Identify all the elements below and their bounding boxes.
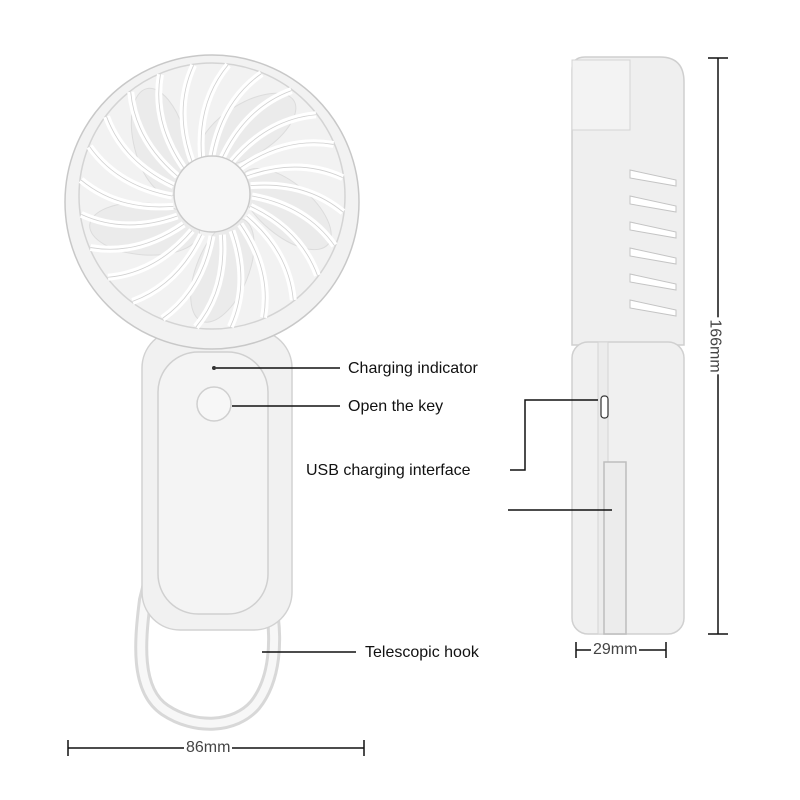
side-grille-fin [629, 273, 677, 291]
grille-ring [78, 62, 346, 330]
side-grille-fin [629, 247, 677, 265]
grille-spoke-edge [195, 234, 224, 328]
grille-spoke-edge [132, 234, 203, 302]
handle-inner-panel [157, 351, 269, 615]
leader-usb-interface [510, 399, 598, 471]
grille-spoke-edge [162, 235, 213, 319]
charging-indicator-dot [212, 366, 216, 370]
grille-spoke-edge [250, 184, 344, 213]
grille-spoke-edge [107, 230, 193, 278]
grille-spoke-edge [200, 64, 229, 158]
grille-spoke-edge [90, 223, 184, 250]
power-button [196, 386, 232, 422]
grille-spoke-edge [106, 116, 174, 187]
label-usb-interface: USB charging interface [306, 462, 471, 479]
side-grille-fin [629, 169, 677, 187]
side-grille [629, 169, 677, 317]
grille-spoke-edge [250, 205, 318, 276]
grille-spoke-edge [81, 214, 178, 226]
side-grille-fin [629, 221, 677, 239]
grille-spoke-edge [230, 230, 242, 327]
front-view [64, 54, 360, 731]
label-telescopic-hook: Telescopic hook [365, 644, 479, 661]
fan-grille [78, 62, 346, 330]
grille-spoke-edge [251, 195, 335, 246]
dimension-depth: 29mm [591, 641, 640, 658]
side-handle [571, 341, 685, 635]
fan-hub [173, 155, 251, 233]
grille-spoke-edge [246, 215, 294, 301]
grille-spoke-edge [239, 224, 266, 318]
side-hook-slot [603, 461, 627, 635]
grille-spoke-edge [182, 65, 194, 162]
grille-spoke-edge [89, 146, 173, 197]
side-view [571, 56, 685, 635]
grille-spoke-edge [158, 74, 185, 168]
grille-spoke-edge [221, 90, 292, 158]
dimension-width: 86mm [184, 739, 233, 756]
dimension-height: 166mm [706, 317, 724, 375]
grille-spoke-edge [211, 73, 262, 157]
grille-spoke-edge [231, 114, 317, 162]
grille-spoke-edge [240, 142, 334, 169]
label-charging-indicator: Charging indicator [348, 360, 478, 377]
leader-lines [216, 367, 612, 653]
grille-spoke-edge [246, 166, 343, 178]
side-grille-fin [629, 195, 677, 213]
label-open-key: Open the key [348, 398, 444, 415]
side-grille-fin [629, 299, 677, 317]
grille-spoke-edge [80, 179, 174, 208]
grille-spoke-edge [130, 91, 178, 177]
usb-port [600, 395, 609, 419]
